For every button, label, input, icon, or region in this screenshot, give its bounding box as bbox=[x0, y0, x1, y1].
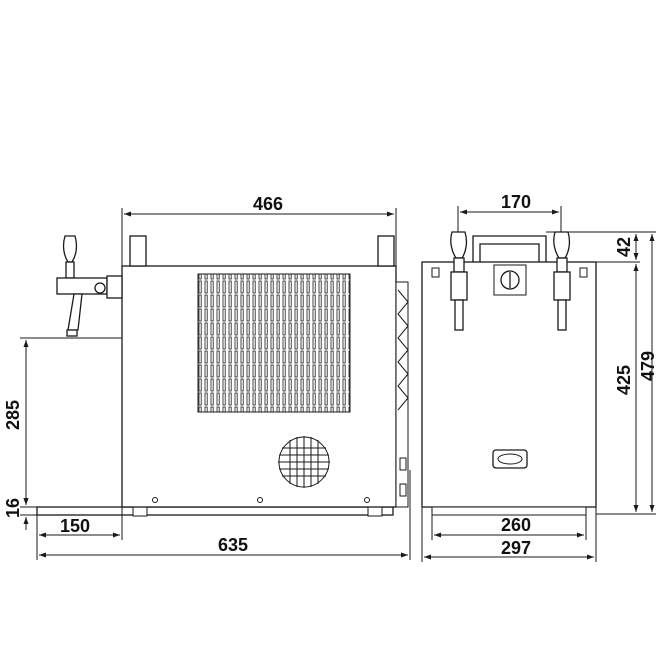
front-tap-right bbox=[553, 231, 571, 331]
side-vent-grille bbox=[197, 273, 351, 413]
dim-42-label: 42 bbox=[614, 237, 634, 257]
rear-coil bbox=[397, 289, 409, 411]
side-base-tray bbox=[36, 506, 394, 516]
right-indicator bbox=[579, 267, 588, 278]
dim-466-label: 466 bbox=[253, 194, 283, 214]
rear-connector-top bbox=[399, 457, 407, 471]
rear-panel bbox=[395, 281, 409, 508]
left-indicator bbox=[431, 267, 440, 278]
dim-170-label: 170 bbox=[501, 192, 531, 212]
fan-grille bbox=[278, 436, 330, 488]
screw-1 bbox=[152, 497, 158, 503]
screw-3 bbox=[364, 497, 370, 503]
dim-150-label: 150 bbox=[60, 516, 90, 536]
dim-16-label: 16 bbox=[3, 498, 23, 518]
dim-297-label: 297 bbox=[501, 538, 531, 558]
side-foot-right bbox=[367, 506, 383, 517]
dim-635-label: 635 bbox=[218, 535, 248, 555]
side-tap bbox=[56, 235, 123, 337]
front-handle bbox=[472, 235, 547, 262]
dim-479-label: 479 bbox=[638, 351, 658, 381]
front-view bbox=[421, 231, 597, 516]
logo-emblem bbox=[497, 453, 523, 465]
rear-connector-bottom bbox=[399, 483, 407, 497]
side-view bbox=[20, 235, 409, 517]
front-tap-left bbox=[450, 231, 468, 331]
dim-425-label: 425 bbox=[614, 365, 634, 395]
front-base bbox=[431, 506, 587, 516]
dim-285-label: 285 bbox=[3, 400, 23, 430]
screw-2 bbox=[257, 497, 263, 503]
dim-260-label: 260 bbox=[501, 515, 531, 535]
dimension-lines bbox=[20, 206, 656, 562]
side-handle-left bbox=[129, 235, 147, 267]
side-handle-right bbox=[377, 235, 395, 267]
dimension-labels: 466 170 150 635 260 297 285 16 42 425 47… bbox=[3, 192, 658, 558]
side-foot-left bbox=[132, 506, 148, 517]
